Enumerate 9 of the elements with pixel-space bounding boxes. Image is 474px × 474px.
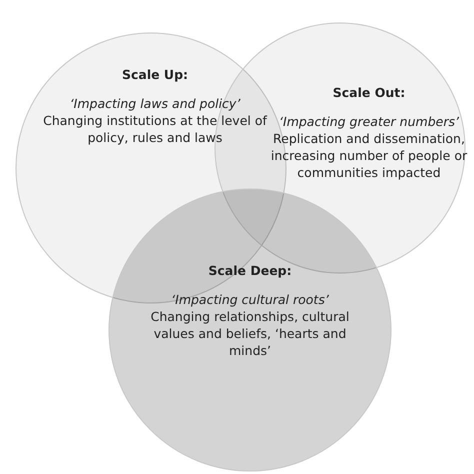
circle-description: Changing relationships, cultural values and beliefs, ‘hearts and minds’ <box>150 308 350 359</box>
circle-subtitle: ‘Impacting greater numbers’ <box>278 113 460 130</box>
circle-heading: Scale Up: <box>120 66 190 83</box>
circle-subtitle: ‘Impacting cultural roots’ <box>170 291 330 308</box>
circle-heading: Scale Deep: <box>207 262 293 279</box>
circle-subtitle: ‘Impacting laws and policy’ <box>68 95 242 112</box>
circle-description: Replication and dissemination, increasing number of people or communities impacted <box>270 130 468 181</box>
circle-description: Changing institutions at the level of policy, rules and laws <box>42 112 268 146</box>
circle-heading: Scale Out: <box>332 84 406 101</box>
